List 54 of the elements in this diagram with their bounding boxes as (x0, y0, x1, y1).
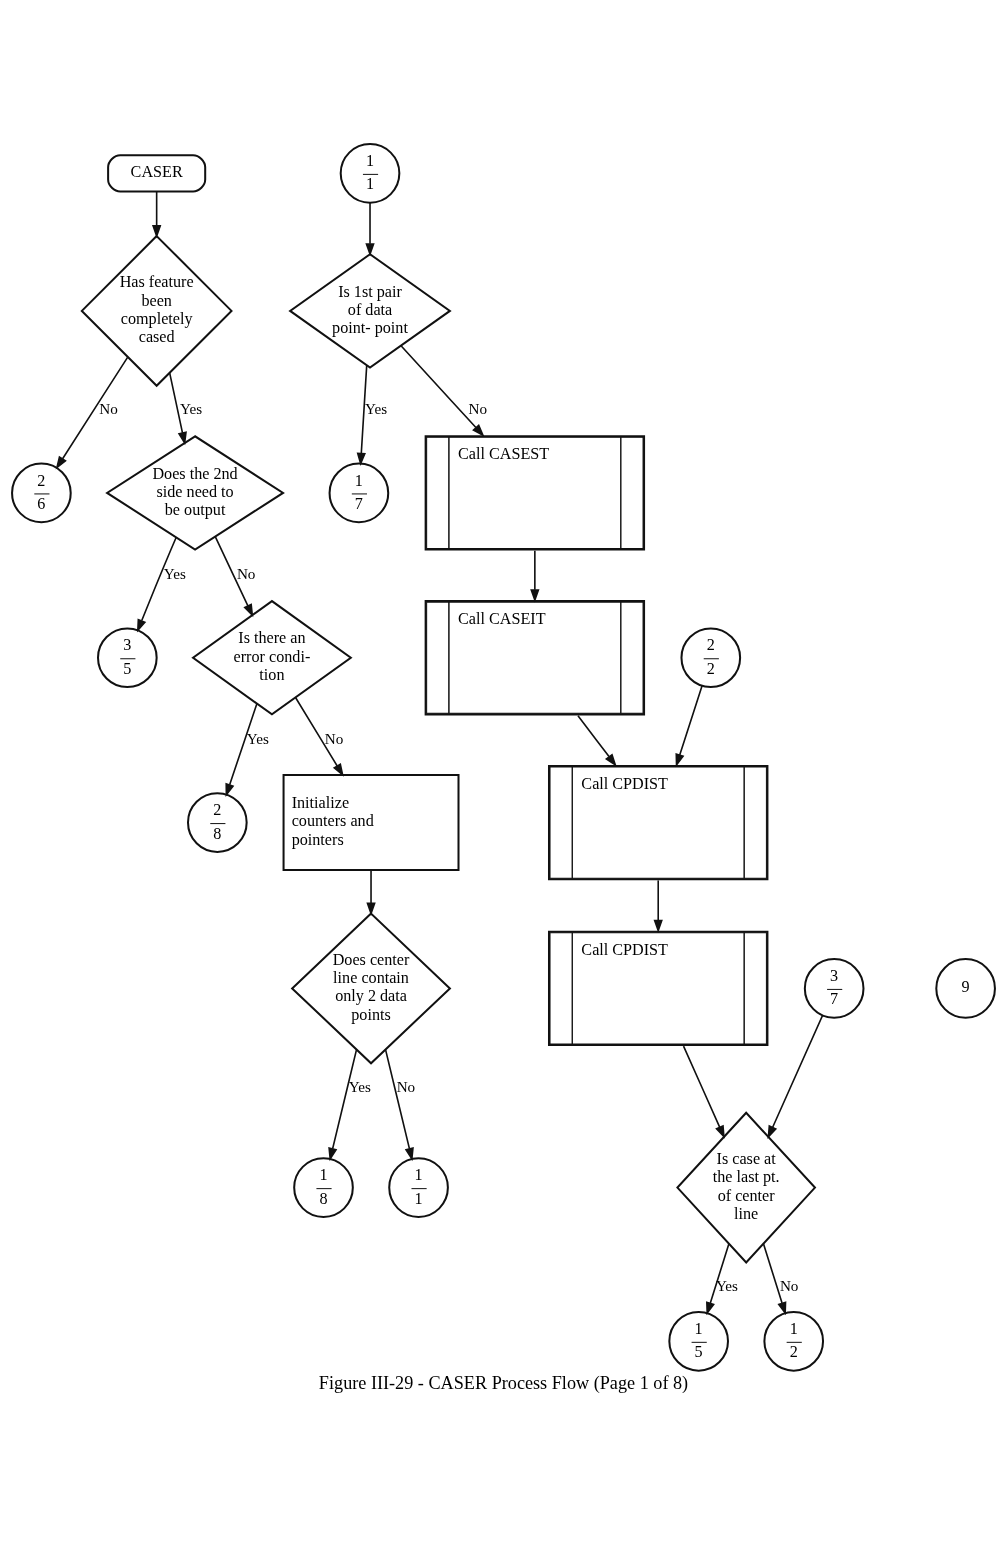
edge-label: No (99, 400, 118, 418)
node-circle: 1 1 (388, 1157, 449, 1218)
node-circle: 3 5 (97, 627, 158, 689)
arrow (767, 1014, 824, 1139)
node-diamond: Is 1st pair of data point- point (288, 253, 452, 369)
caption: Figure III-29 - CASER Process Flow (Page 1 of 8) (318, 1373, 689, 1394)
arrow (168, 372, 187, 446)
node-circle: 1 1 (339, 143, 401, 204)
node-circle: 1 2 (763, 1311, 825, 1372)
node-diamond: Is case at the last pt. of center line (676, 1111, 817, 1264)
node-circle: 1 7 (328, 462, 390, 524)
arrow (328, 1048, 358, 1162)
node-circle: 2 2 (680, 627, 742, 689)
node-box: CASER (107, 154, 207, 193)
node-diamond: Does center line contain only 2 data points (290, 912, 452, 1065)
node-diamond: Is there an error condi- tion (191, 599, 353, 716)
node-diamond: Has feature been completely cased (80, 234, 233, 388)
node-circle: 9 (935, 958, 996, 1019)
edge-label: No (324, 729, 344, 747)
node-circle: 3 7 (803, 958, 865, 1019)
edge-label: No (779, 1276, 799, 1294)
node-circle: 1 5 (668, 1311, 729, 1372)
edge-label: Yes (246, 729, 269, 747)
arrow (356, 364, 368, 467)
arrow (384, 1048, 414, 1162)
node-circle: 1 8 (293, 1157, 354, 1218)
edge-label: Yes (163, 564, 186, 582)
node-circle: 2 6 (11, 462, 72, 524)
edge-label: No (236, 564, 256, 582)
arrow (55, 356, 129, 470)
arrow (706, 1243, 730, 1316)
arrow (530, 550, 540, 603)
edge-label: Yes (715, 1276, 739, 1294)
edge-label: Yes (365, 400, 388, 418)
edge-label: No (468, 400, 487, 418)
arrow (675, 685, 703, 768)
arrow (294, 696, 344, 777)
node-diamond: Does the 2nd side need to be output (105, 435, 285, 551)
node-circle: 2 8 (187, 792, 248, 853)
edge-label: Yes (348, 1077, 371, 1095)
arrow (214, 535, 254, 618)
edge-label: Yes (180, 400, 203, 418)
arrow (136, 536, 177, 633)
arrow (400, 344, 485, 437)
arrow (366, 869, 376, 916)
arrow (762, 1243, 787, 1316)
arrow (225, 702, 258, 797)
arrow (365, 202, 375, 257)
arrow (653, 879, 663, 934)
edge-label: No (396, 1077, 416, 1095)
arrow (577, 714, 617, 767)
arrow (151, 191, 162, 239)
node-box: Initialize counters and pointers (282, 774, 460, 872)
arrow (682, 1045, 725, 1139)
